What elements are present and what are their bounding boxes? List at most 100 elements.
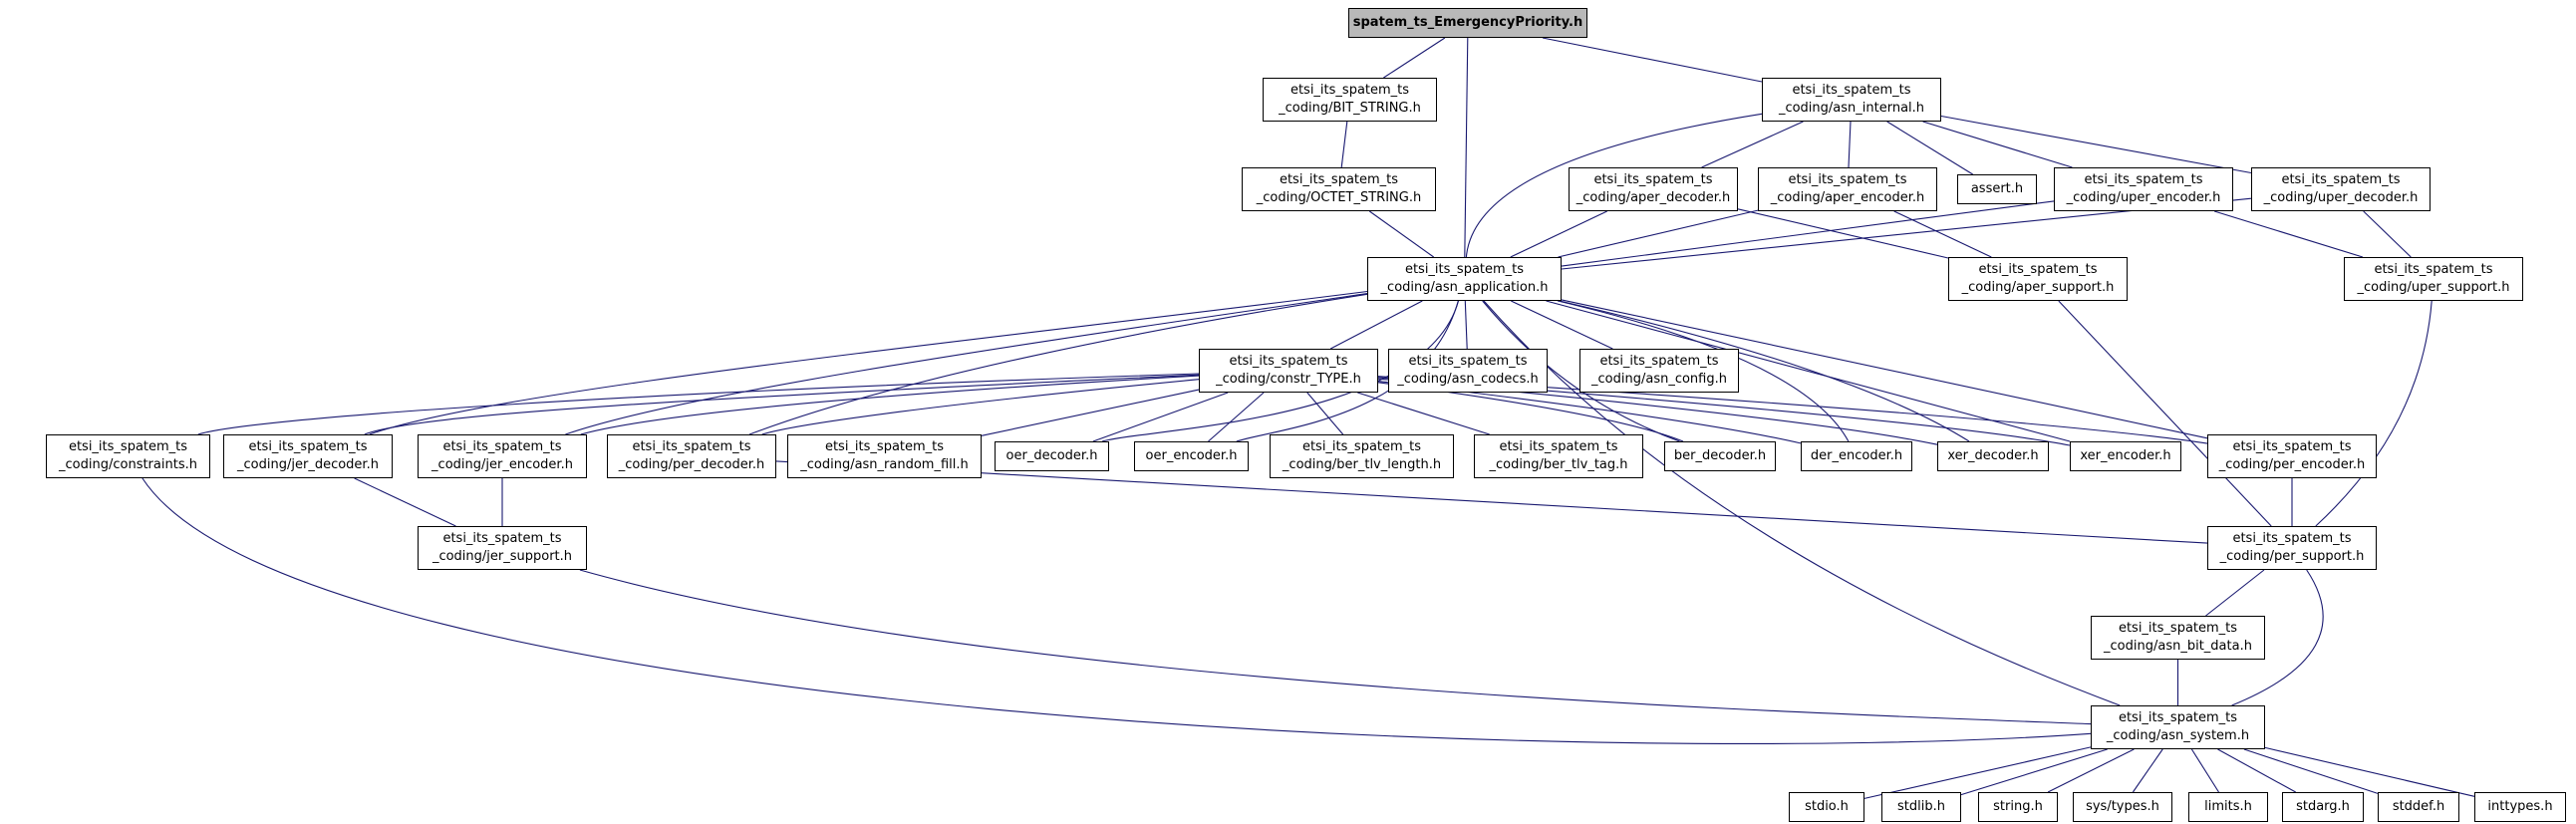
graph-node-oer_encoder: oer_encoder.h	[1134, 441, 1249, 471]
edge-oer_decoder-to-asn_application	[1101, 300, 1460, 442]
graph-node-ber_tlv_length[interactable]: etsi_its_spatem_ts_coding/ber_tlv_length…	[1270, 434, 1454, 478]
graph-node-label: _coding/asn_random_fill.h	[800, 457, 969, 472]
graph-node-aper_decoder[interactable]: etsi_its_spatem_ts_coding/aper_decoder.h	[1569, 167, 1738, 211]
graph-node-label: etsi_its_spatem_ts	[2232, 530, 2352, 546]
graph-node-label: _coding/per_support.h	[2219, 549, 2365, 564]
graph-node-asn_bit_data[interactable]: etsi_its_spatem_ts_coding/asn_bit_data.h	[2091, 616, 2265, 660]
graph-node-per_support[interactable]: etsi_its_spatem_ts _coding/per_support.h	[2207, 526, 2377, 570]
graph-node-aper_support[interactable]: etsi_its_spatem_ts _coding/aper_support.h	[1948, 257, 2128, 301]
edge-asn_system-to-stddef	[2243, 748, 2379, 794]
graph-node-jer_encoder[interactable]: etsi_its_spatem_ts _coding/jer_encoder.h	[418, 434, 587, 478]
graph-node-label: etsi_its_spatem_ts	[1978, 261, 2098, 277]
graph-node-label: _coding/ber_tlv_length.h	[1282, 457, 1442, 472]
graph-node-constraints[interactable]: etsi_its_spatem_ts _coding/constraints.h	[46, 434, 210, 478]
edge-xer_decoder-to-asn_application	[1559, 300, 1970, 442]
graph-node-asn_config[interactable]: etsi_its_spatem_ts_coding/asn_config.h	[1579, 349, 1739, 393]
graph-node-label: etsi_its_spatem_ts	[1788, 171, 1907, 187]
graph-node-label: _coding/aper_support.h	[1961, 280, 2115, 295]
graph-node-label: etsi_its_spatem_ts	[1593, 171, 1713, 187]
graph-node-label: string.h	[1993, 798, 2043, 814]
graph-node-label: stddef.h	[2392, 798, 2445, 814]
edge-jer_encoder-to-asn_application	[565, 292, 1368, 435]
graph-node-der_encoder: der_encoder.h	[1801, 441, 1912, 471]
graph-node-jer_decoder[interactable]: etsi_its_spatem_ts_coding/jer_decoder.h	[223, 434, 393, 478]
edge-uper_decoder-to-uper_support	[2363, 210, 2412, 258]
graph-node-asn_system[interactable]: etsi_its_spatem_ts_coding/asn_system.h	[2091, 705, 2265, 749]
graph-node-asn_codecs[interactable]: etsi_its_spatem_ts_coding/asn_codecs.h	[1388, 349, 1548, 393]
edge-asn_system-to-sys_types	[2132, 748, 2163, 793]
graph-node-uper_encoder[interactable]: etsi_its_spatem_ts _coding/uper_encoder.h	[2054, 167, 2233, 211]
graph-node-bit_string[interactable]: etsi_its_spatem_ts_coding/BIT_STRING.h	[1263, 78, 1437, 122]
graph-node-inttypes: inttypes.h	[2474, 792, 2566, 822]
edge-constr_TYPE-to-oer_encoder	[1208, 392, 1265, 442]
graph-node-asn_internal[interactable]: etsi_its_spatem_ts_coding/asn_internal.h	[1762, 78, 1941, 122]
edge-constr_TYPE-to-jer_decoder	[364, 374, 1200, 435]
graph-node-label: _coding/jer_decoder.h	[237, 457, 379, 472]
edge-main-to-asn_internal	[1542, 37, 1763, 83]
graph-node-label: etsi_its_spatem_ts	[1229, 353, 1348, 369]
graph-node-label: _coding/uper_support.h	[2357, 280, 2510, 295]
graph-node-label: stdarg.h	[2296, 798, 2350, 814]
graph-node-label: etsi_its_spatem_ts	[2374, 261, 2493, 277]
graph-node-label: inttypes.h	[2487, 798, 2553, 814]
graph-node-label: sys/types.h	[2086, 798, 2159, 814]
edge-constraints-to-asn_system	[142, 477, 2092, 744]
graph-node-uper_support[interactable]: etsi_its_spatem_ts _coding/uper_support.h	[2344, 257, 2523, 301]
edge-main-to-bit_string	[1383, 37, 1446, 79]
graph-node-stdlib: stdlib.h	[1881, 792, 1961, 822]
graph-node-per_decoder[interactable]: etsi_its_spatem_ts_coding/per_decoder.h	[607, 434, 776, 478]
graph-node-label: xer_encoder.h	[2080, 447, 2171, 463]
graph-node-label: _coding/per_encoder.h	[2218, 457, 2366, 472]
graph-node-label: _coding/jer_encoder.h	[431, 457, 573, 472]
edge-jer_decoder-to-jer_support	[354, 477, 456, 527]
graph-node-label: etsi_its_spatem_ts	[2232, 438, 2352, 454]
graph-node-label: oer_encoder.h	[1145, 447, 1238, 463]
graph-node-asn_random_fill[interactable]: etsi_its_spatem_ts_coding/asn_random_fil…	[787, 434, 982, 478]
edge-per_support-to-asn_bit_data	[2205, 569, 2265, 617]
graph-node-label: der_encoder.h	[1810, 447, 1903, 463]
edge-per_support-to-asn_system	[2231, 569, 2324, 706]
edge-per_encoder-to-asn_application	[1561, 299, 2208, 439]
graph-node-label: etsi_its_spatem_ts	[442, 438, 562, 454]
edge-aper_decoder-to-aper_support	[1737, 208, 1949, 259]
graph-node-ber_tlv_tag[interactable]: etsi_its_spatem_ts_coding/ber_tlv_tag.h	[1474, 434, 1643, 478]
graph-node-label: etsi_its_spatem_ts	[1599, 353, 1719, 369]
graph-node-ber_decoder: ber_decoder.h	[1664, 441, 1776, 471]
edge-der_encoder-to-asn_application	[1557, 300, 1850, 442]
graph-node-uper_decoder[interactable]: etsi_its_spatem_ts_coding/uper_decoder.h	[2251, 167, 2431, 211]
edge-constr_TYPE-to-oer_decoder	[1092, 392, 1229, 442]
edge-asn_system-to-stdio	[1863, 746, 2092, 799]
edge-asn_application-to-asn_codecs	[1464, 300, 1468, 350]
graph-node-constr_TYPE[interactable]: etsi_its_spatem_ts_coding/constr_TYPE.h	[1199, 349, 1378, 393]
graph-node-xer_decoder: xer_decoder.h	[1937, 441, 2049, 471]
edge-asn_internal-to-aper_encoder	[1848, 121, 1852, 168]
graph-node-string: string.h	[1978, 792, 2058, 822]
graph-node-per_encoder[interactable]: etsi_its_spatem_ts _coding/per_encoder.h	[2207, 434, 2377, 478]
graph-node-label: oer_decoder.h	[1005, 447, 1098, 463]
graph-node-asn_application[interactable]: etsi_its_spatem_ts_coding/asn_applicatio…	[1367, 257, 1562, 301]
graph-node-label: _coding/asn_codecs.h	[1397, 372, 1539, 387]
edge-jer_decoder-to-asn_application	[369, 290, 1368, 435]
edge-constr_TYPE-to-jer_encoder	[580, 375, 1200, 435]
graph-node-label: _coding/OCTET_STRING.h	[1256, 190, 1422, 205]
graph-node-label: _coding/constraints.h	[59, 457, 197, 472]
graph-node-aper_encoder[interactable]: etsi_its_spatem_ts_coding/aper_encoder.h	[1758, 167, 1937, 211]
edge-octet_string-to-asn_application	[1368, 210, 1435, 258]
graph-node-label: limits.h	[2204, 798, 2252, 814]
graph-node-label: etsi_its_spatem_ts	[68, 438, 188, 454]
edge-asn_system-to-stdarg	[2217, 748, 2296, 793]
edge-jer_support-to-asn_system	[579, 569, 2092, 725]
graph-node-label: _coding/per_decoder.h	[618, 457, 765, 472]
graph-node-label: _coding/asn_system.h	[2106, 728, 2250, 743]
graph-node-label: etsi_its_spatem_ts	[1499, 438, 1618, 454]
graph-node-main: spatem_ts_EmergencyPriority.h	[1348, 8, 1587, 38]
graph-node-stdio: stdio.h	[1789, 792, 1864, 822]
graph-node-label: _coding/uper_encoder.h	[2066, 190, 2221, 205]
graph-node-label: _coding/uper_decoder.h	[2263, 190, 2419, 205]
graph-node-limits: limits.h	[2188, 792, 2268, 822]
edge-asn_internal-to-aper_decoder	[1701, 121, 1804, 168]
graph-node-jer_support[interactable]: etsi_its_spatem_ts_coding/jer_support.h	[418, 526, 587, 570]
graph-node-octet_string[interactable]: etsi_its_spatem_ts_coding/OCTET_STRING.h	[1242, 167, 1436, 211]
graph-node-label: etsi_its_spatem_ts	[2084, 171, 2203, 187]
